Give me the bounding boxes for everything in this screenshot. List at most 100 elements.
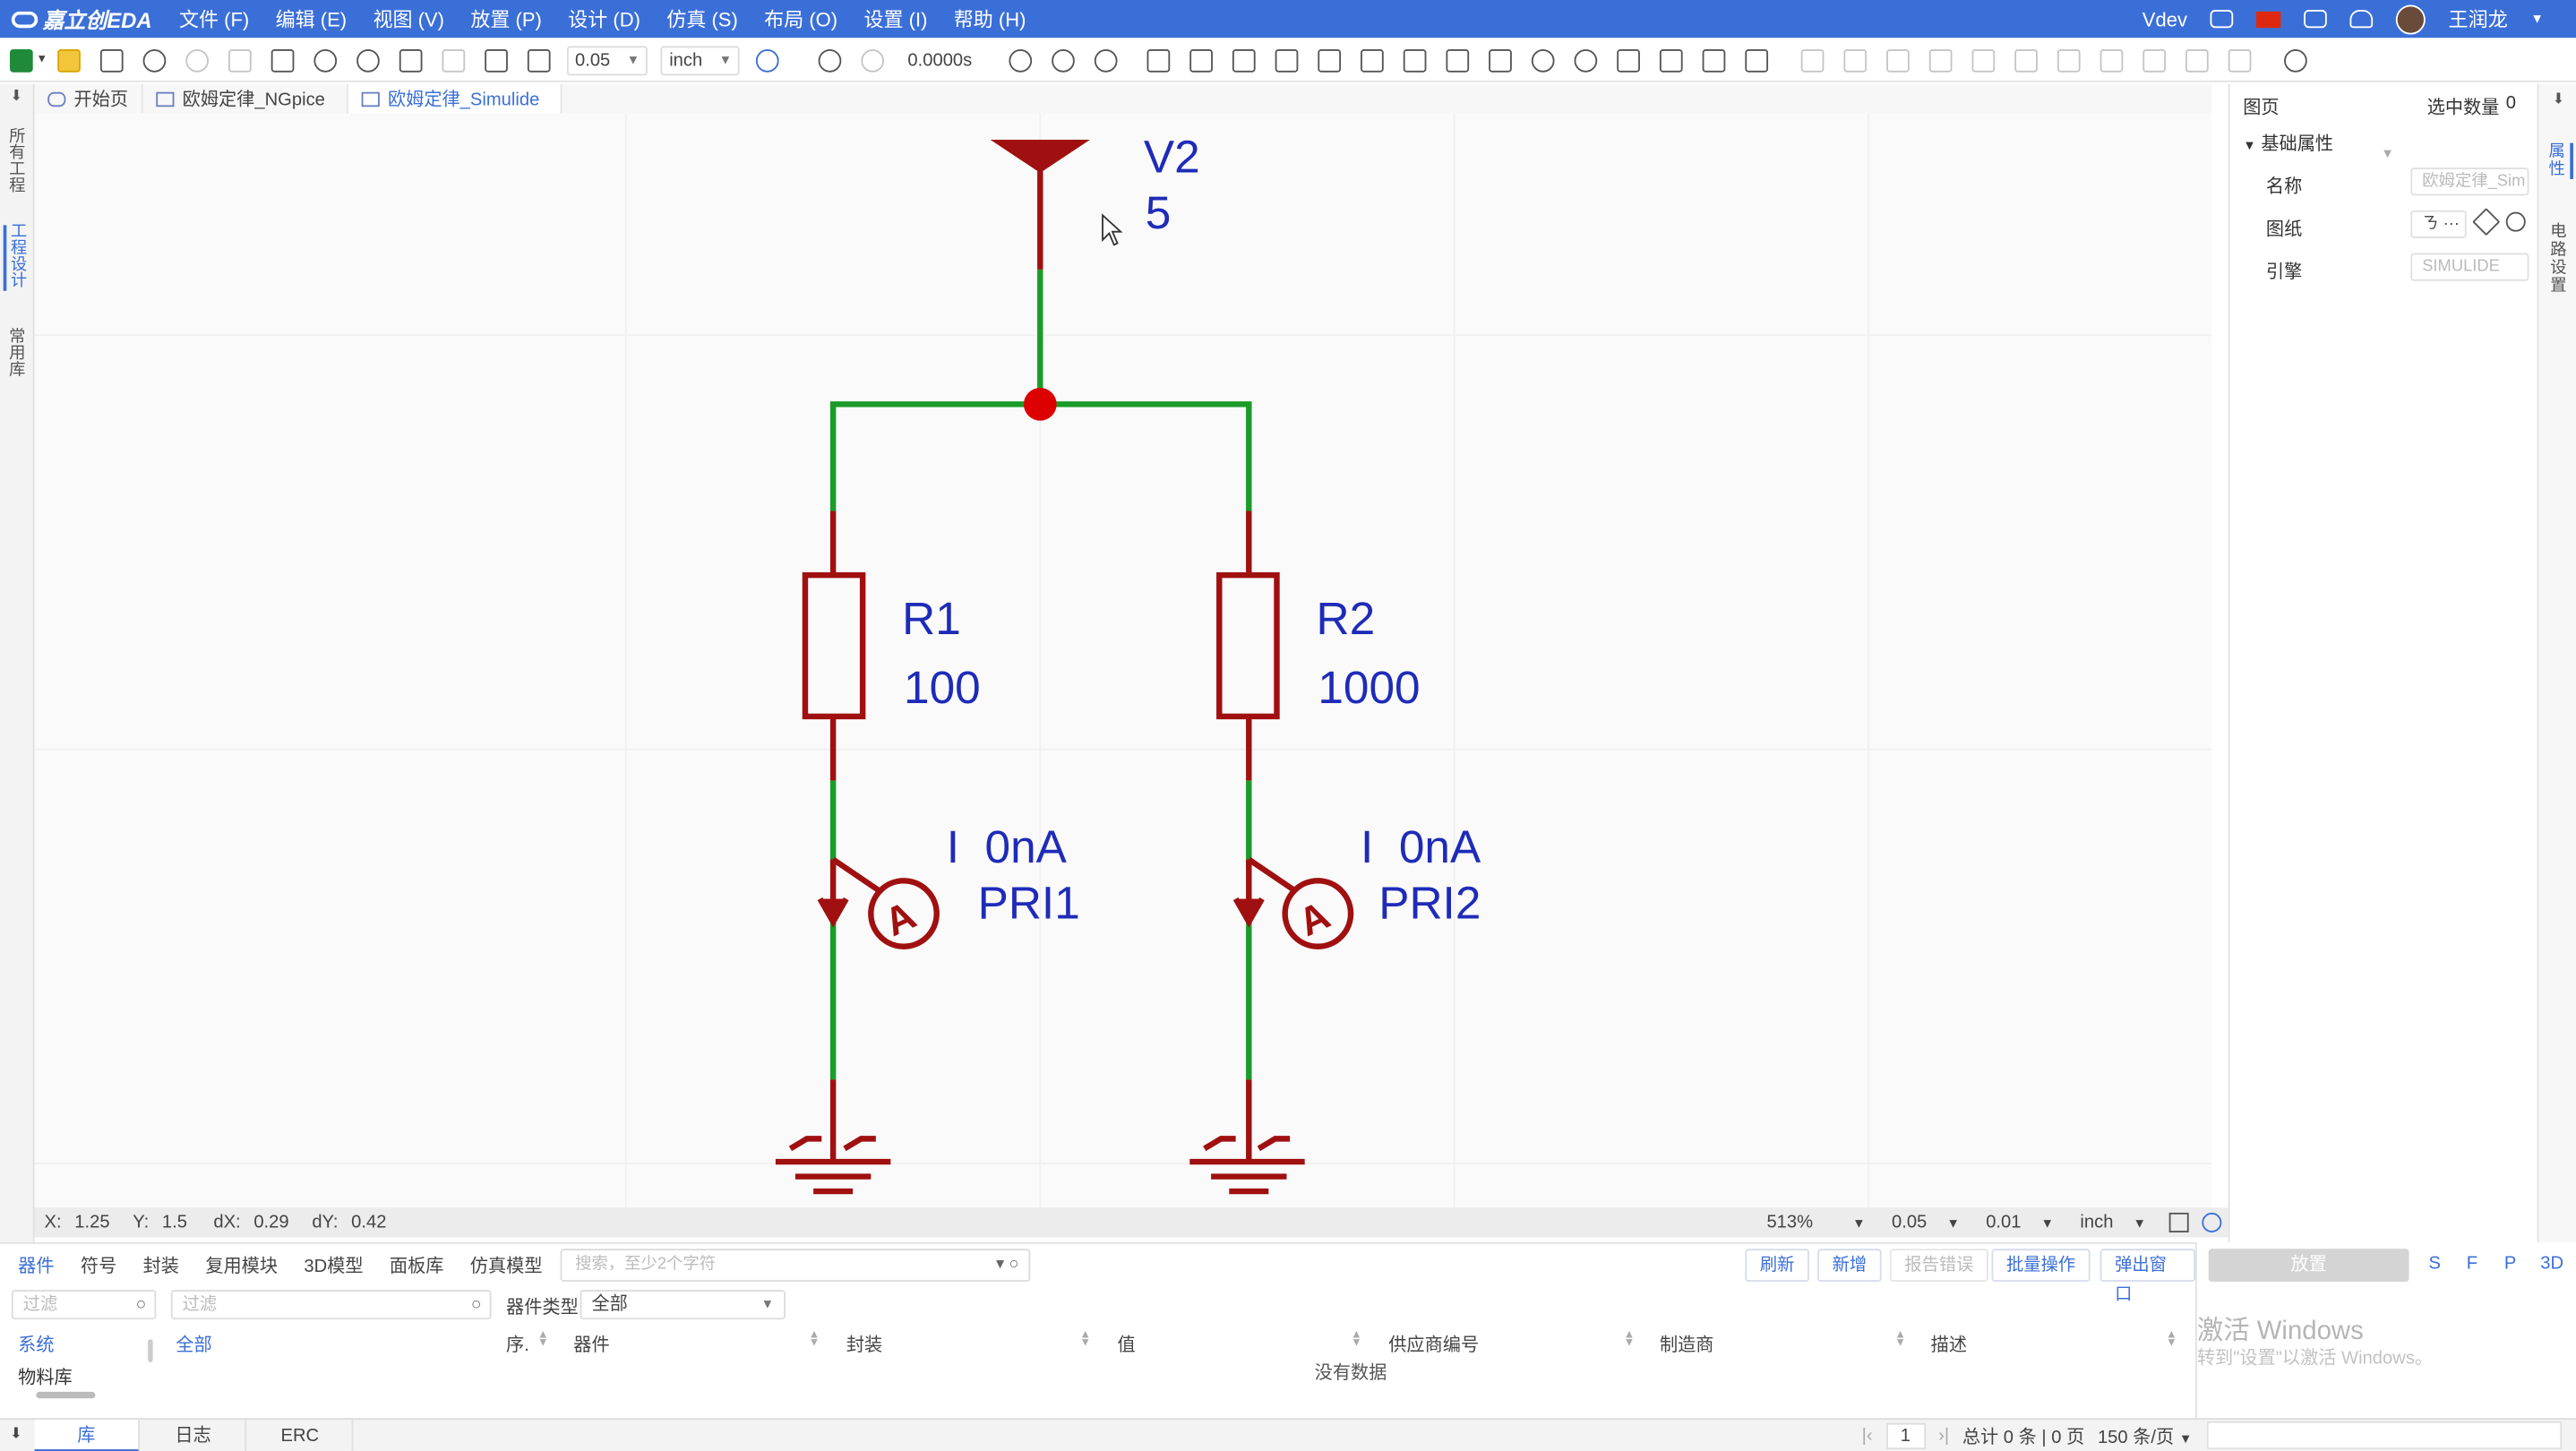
circle-tool-icon[interactable] — [1531, 48, 1554, 72]
undo-icon[interactable] — [142, 48, 167, 72]
page-number-input[interactable]: 1 — [1885, 1422, 1926, 1450]
table-tool-icon[interactable] — [1744, 48, 1768, 72]
grid-icon[interactable] — [2168, 1212, 2189, 1232]
link-symbol[interactable]: S — [2428, 1253, 2442, 1274]
menu-edit[interactable]: 编辑 (E) — [275, 8, 348, 31]
find-icon[interactable] — [270, 48, 295, 72]
menu-help[interactable]: 帮助 (H) — [953, 8, 1026, 31]
fit-view-icon[interactable] — [399, 48, 423, 72]
align-bottom-icon[interactable] — [1928, 48, 1952, 72]
col-footprint[interactable]: 封装 — [846, 1335, 883, 1356]
tree-item-system[interactable]: 系统 — [18, 1335, 55, 1356]
cloud-sync-icon[interactable] — [2210, 10, 2234, 29]
menu-simulate[interactable]: 仿真 (S) — [666, 8, 738, 31]
link-pcb[interactable]: P — [2503, 1253, 2517, 1274]
redo-icon[interactable] — [185, 48, 209, 72]
sort-icon[interactable]: ▲▼ — [2166, 1329, 2177, 1350]
add-button[interactable]: 新增 — [1817, 1249, 1882, 1282]
lib-tab-3d-model[interactable]: 3D模型 — [304, 1257, 364, 1277]
grid-status-select[interactable]: 0.05 ▼ — [1882, 1213, 1970, 1232]
menu-file[interactable]: 文件 (F) — [178, 8, 250, 31]
mirror-icon[interactable] — [2185, 48, 2208, 72]
flip-h-icon[interactable] — [2099, 48, 2123, 72]
save-icon[interactable] — [99, 48, 124, 72]
snap-toggle-icon[interactable] — [2202, 1212, 2222, 1232]
pin-panel-icon[interactable]: ⬇ — [10, 1424, 22, 1441]
menu-place[interactable]: 放置 (P) — [470, 8, 542, 31]
grid-size-select[interactable]: 0.05 ▼ — [566, 45, 648, 75]
lib-tab-symbol[interactable]: 符号 — [80, 1257, 117, 1277]
copy-icon[interactable] — [228, 48, 252, 72]
menu-design[interactable]: 设计 (D) — [568, 8, 640, 31]
col-description[interactable]: 描述 — [1930, 1335, 1968, 1356]
bring-front-icon[interactable] — [2227, 48, 2251, 72]
stop-simulation-icon[interactable] — [862, 48, 885, 72]
col-supplier-part[interactable]: 供应商编号 — [1388, 1335, 1480, 1356]
zoom-area-icon[interactable] — [485, 48, 508, 72]
snap-status-select[interactable]: 0.01 ▼ — [1976, 1213, 2064, 1232]
net-label-icon[interactable] — [1274, 48, 1298, 72]
no-connect-icon[interactable] — [1360, 48, 1383, 72]
signal-source-icon[interactable] — [1189, 48, 1213, 72]
doc-tab-start[interactable]: 开始页 — [35, 83, 143, 114]
prop-field-engine[interactable]: SIMULIDE — [2410, 253, 2529, 281]
tab-circuit-settings[interactable]: 电路设置 — [2550, 223, 2567, 296]
tab-common-library[interactable]: 常用库 — [9, 328, 26, 380]
probe-power-icon[interactable] — [1094, 48, 1117, 72]
user-name[interactable]: 王润龙 — [2448, 8, 2508, 31]
col-manufacturer[interactable]: 制造商 — [1659, 1335, 1714, 1356]
wire-tool-icon[interactable] — [1232, 48, 1255, 72]
edition-label[interactable]: Vdev — [2142, 7, 2187, 30]
popup-window-button[interactable]: 弹出窗口 — [2099, 1249, 2196, 1305]
bell-icon[interactable] — [2349, 10, 2374, 29]
lib-tab-device[interactable]: 器件 — [18, 1257, 55, 1277]
place-button[interactable]: 放置 — [2208, 1249, 2409, 1282]
prop-field-sheet[interactable]: ㄋ ··· — [2410, 210, 2467, 239]
bottom-right-select[interactable] — [2206, 1421, 2563, 1450]
tree-h-scrollbar[interactable] — [36, 1391, 96, 1399]
rectangle-tool-icon[interactable] — [1616, 48, 1640, 72]
search-icon[interactable]: ▾ ○ — [996, 1255, 1019, 1274]
tree-scrollbar[interactable] — [148, 1339, 153, 1362]
first-page-icon[interactable]: |‹ — [1861, 1426, 1873, 1447]
lib-tab-reuse-module[interactable]: 复用模块 — [205, 1257, 279, 1277]
batch-operation-button[interactable]: 批量操作 — [1991, 1249, 2091, 1282]
list-filter-input[interactable]: 过滤 ○ — [170, 1290, 492, 1320]
align-right-icon[interactable] — [1842, 48, 1867, 72]
bottom-tab-erc[interactable]: ERC — [248, 1420, 354, 1451]
sort-icon[interactable]: ▲▼ — [1351, 1329, 1362, 1350]
new-chevron-down-icon[interactable]: ▼ — [36, 54, 48, 66]
image-tool-icon[interactable] — [1701, 48, 1725, 72]
refresh-button[interactable]: 刷新 — [1745, 1249, 1809, 1282]
pencil-icon[interactable] — [2472, 208, 2501, 236]
prop-field-name[interactable]: 欧姆定律_Sim — [2410, 167, 2529, 196]
sort-icon[interactable]: ▲▼ — [1079, 1329, 1092, 1350]
component-icon[interactable] — [1146, 48, 1170, 72]
ellipse-tool-icon[interactable] — [1573, 48, 1597, 72]
zoom-selection-icon[interactable] — [442, 48, 466, 72]
chat-icon[interactable] — [2304, 10, 2327, 29]
library-search-input[interactable]: 搜索，至少2个字符 ▾ ○ — [560, 1249, 1031, 1282]
probe-voltage-icon[interactable] — [1008, 48, 1032, 72]
menu-layout[interactable]: 布局 (O) — [764, 8, 838, 31]
distribute-v-icon[interactable] — [2014, 48, 2038, 72]
align-left-icon[interactable] — [1799, 48, 1824, 72]
avatar[interactable] — [2395, 4, 2426, 34]
bottom-tab-log[interactable]: 日志 — [142, 1420, 247, 1451]
align-top-icon[interactable] — [1885, 48, 1909, 72]
collapse-icon[interactable]: ▼ — [2381, 146, 2394, 161]
grid-icon[interactable] — [527, 48, 551, 72]
distribute-h-icon[interactable] — [1971, 48, 1995, 72]
all-label[interactable]: 全部 — [176, 1335, 212, 1356]
tab-properties[interactable]: 属性 — [2544, 142, 2573, 179]
new-file-icon[interactable] — [10, 48, 33, 72]
language-flag-icon[interactable] — [2256, 10, 2281, 28]
user-chevron-down-icon[interactable]: ▼ — [2530, 11, 2544, 27]
arc-tool-icon[interactable] — [1445, 48, 1469, 72]
per-page-select[interactable]: 150 条/页 ▼ — [2098, 1423, 2192, 1449]
pin-panel-icon[interactable]: ⬇ — [10, 87, 23, 104]
device-type-select[interactable]: 全部 ▼ — [580, 1290, 786, 1320]
zoom-out-icon[interactable] — [356, 48, 380, 72]
sort-icon[interactable]: ▲▼ — [1894, 1329, 1907, 1350]
lib-tab-panel-lib[interactable]: 面板库 — [389, 1257, 444, 1277]
